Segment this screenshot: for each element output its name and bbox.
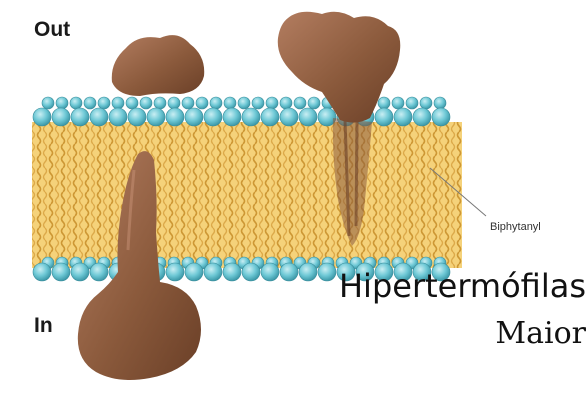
head-group [52,263,70,281]
head-group [182,97,194,109]
head-group [308,97,320,109]
head-group [185,108,203,126]
head-group [196,97,208,109]
head-group [166,108,184,126]
label-out: Out [34,18,70,41]
caption-line-2: Maior [256,312,586,356]
head-group [280,108,298,126]
head-group [98,97,110,109]
head-group [33,108,51,126]
head-group [90,263,108,281]
head-group [33,263,51,281]
head-group [112,97,124,109]
head-group [434,97,446,109]
head-group [375,108,393,126]
head-group [128,108,146,126]
head-group [378,97,390,109]
head-group [252,97,264,109]
head-group [261,108,279,126]
head-group [168,97,180,109]
head-group [204,108,222,126]
head-group [392,97,404,109]
head-group [242,108,260,126]
head-group [204,263,222,281]
head-group [299,108,317,126]
head-group [420,97,432,109]
head-groups-top-back [42,97,446,109]
head-group [147,108,165,126]
caption: Hipertermófilas Maior [256,262,586,356]
head-group [71,108,89,126]
head-group [109,108,127,126]
head-group [223,108,241,126]
head-group [413,108,431,126]
head-group [140,97,152,109]
head-group [126,97,138,109]
head-group [210,97,222,109]
head-group [84,97,96,109]
head-group [90,108,108,126]
head-group [406,97,418,109]
head-group [394,108,412,126]
head-group [185,263,203,281]
head-group [223,263,241,281]
head-group [266,97,278,109]
head-group [70,97,82,109]
label-in: In [34,314,53,337]
head-group [280,97,292,109]
caption-line-1: Hipertermófilas [256,262,586,310]
head-group [294,97,306,109]
head-group [56,97,68,109]
label-biphytanyl: Biphytanyl [490,221,541,233]
head-group [71,263,89,281]
head-group [42,97,54,109]
head-group [52,108,70,126]
head-group [154,97,166,109]
head-group [166,263,184,281]
head-group [238,97,250,109]
peripheral-protein-top [112,35,204,96]
head-group [432,108,450,126]
head-group [224,97,236,109]
